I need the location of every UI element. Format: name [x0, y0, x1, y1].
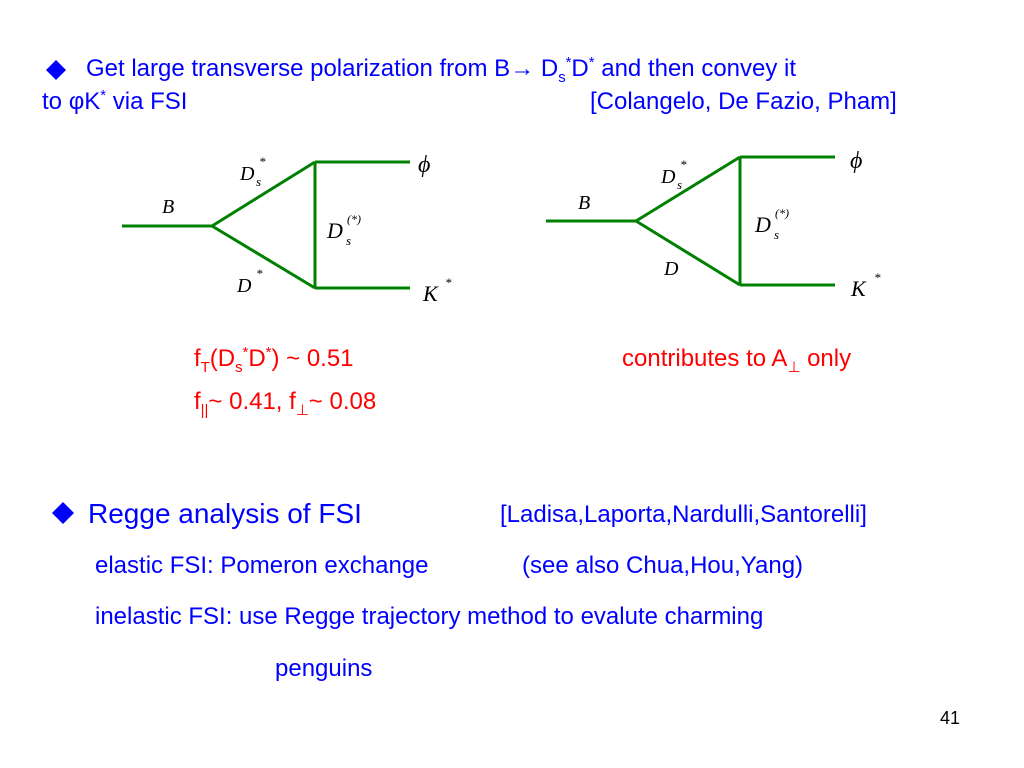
right-label-phi: ϕ [850, 148, 862, 174]
elastic-fsi-text: elastic FSI: Pomeron exchange [95, 552, 429, 579]
left-label-K: K [422, 281, 439, 306]
right-label-Ds-star: D [660, 166, 676, 188]
right-label-D: D [663, 258, 679, 280]
result-fpar-fperp: f||~ 0.41, f⊥~ 0.08 [194, 388, 377, 419]
left-label-Dsx: D [326, 218, 343, 243]
left-label-Dstar: D [236, 275, 252, 297]
left-label-Dsx-sup: (*) [347, 212, 361, 226]
right-label-Dsx-sub: s [774, 227, 779, 242]
right-label-Dsx-sup: (*) [775, 206, 789, 220]
heading-line-1: Get large transverse polarization from B… [86, 55, 797, 86]
right-label-K: K [850, 276, 867, 301]
citation-ladisa: [Ladisa,Laporta,Nardulli,Santorelli] [500, 501, 867, 528]
left-label-K-sup: * [445, 275, 452, 290]
inelastic-fsi-continuation: penguins [275, 655, 373, 682]
left-label-Ds-star-sup: * [259, 154, 266, 169]
page-number: 41 [940, 708, 961, 728]
right-diagram-lines [546, 155, 835, 287]
bullet-diamond-icon-2 [52, 502, 74, 524]
left-label-Dstar-sup: * [256, 266, 263, 281]
left-label-Ds-star-sub: s [256, 174, 261, 189]
result-contributes: contributes to A⊥ only [622, 345, 852, 376]
section2-title: Regge analysis of FSI [88, 498, 362, 529]
result-fT: fT(Ds*D*) ~ 0.51 [194, 345, 354, 376]
heading-line-2: to φK* via FSI [42, 88, 188, 115]
bullet-diamond-icon [46, 60, 66, 80]
right-label-Dsx: D [754, 212, 771, 237]
citation-colangelo: [Colangelo, De Fazio, Pham] [590, 88, 897, 115]
inelastic-fsi-text: inelastic FSI: use Regge trajectory meth… [95, 603, 764, 630]
left-label-phi: ϕ [418, 152, 430, 178]
left-label-Ds-star: D [239, 163, 255, 185]
right-label-K-sup: * [874, 270, 881, 285]
right-label-Ds-star-sup: * [680, 157, 687, 172]
left-label-Dsx-sub: s [346, 233, 351, 248]
right-label-B: B [578, 192, 590, 214]
see-also-text: (see also Chua,Hou,Yang) [522, 552, 804, 579]
left-diagram-lines [122, 160, 410, 290]
left-label-B: B [162, 196, 174, 218]
right-label-Ds-star-sub: s [677, 177, 682, 192]
